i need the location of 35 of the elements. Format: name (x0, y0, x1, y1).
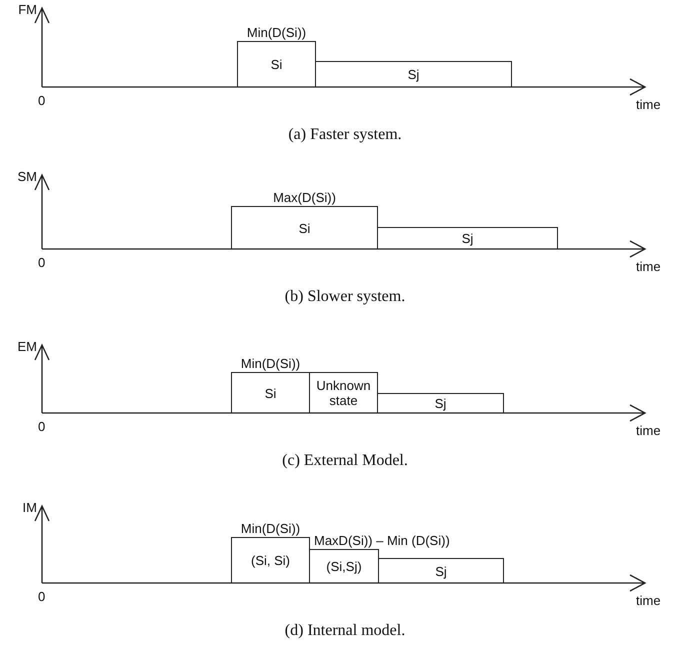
duration-label: Min(D(Si)) (240, 356, 300, 371)
axis-label: IM (22, 500, 37, 515)
state-box (377, 393, 504, 413)
origin-label: 0 (38, 93, 46, 108)
axis-label: time (636, 593, 661, 608)
panel-caption: (c) External Model. (282, 452, 408, 470)
duration-label: Min(D(Si)) (246, 25, 306, 40)
origin-label: 0 (38, 255, 46, 270)
axis-label: time (636, 423, 661, 438)
axis-label: FM (18, 2, 37, 17)
panel-caption: (d) Internal model. (284, 622, 406, 640)
state-box (315, 61, 512, 87)
origin-label: 0 (38, 419, 46, 434)
origin-label: 0 (38, 589, 46, 604)
state-name: Sj (462, 231, 474, 246)
axis-label: SM (18, 169, 37, 184)
state-box (378, 558, 504, 583)
state-name: Unknown state (315, 378, 372, 408)
panel-caption: (a) Faster system. (288, 126, 402, 144)
state-name: Si (298, 220, 310, 236)
state-name: (Si, Si) (251, 553, 290, 568)
panel-caption: (b) Slower system. (284, 288, 406, 306)
state-name: Sj (434, 396, 446, 411)
duration-label: Max(D(Si)) (273, 190, 336, 205)
axis-label: EM (18, 339, 37, 354)
duration-label: Min(D(Si)) (240, 521, 300, 536)
state-name: Sj (408, 67, 420, 82)
state-box (377, 227, 558, 249)
state-name: (Si,Sj) (326, 559, 362, 574)
state-name: Sj (435, 564, 447, 578)
axis-label: time (636, 97, 661, 112)
duration-label: MaxD(Si)) – Min (D(Si)) (314, 533, 450, 548)
state-name: Si (264, 386, 276, 400)
state-name: Si (270, 57, 282, 72)
axis-label: time (636, 259, 661, 274)
